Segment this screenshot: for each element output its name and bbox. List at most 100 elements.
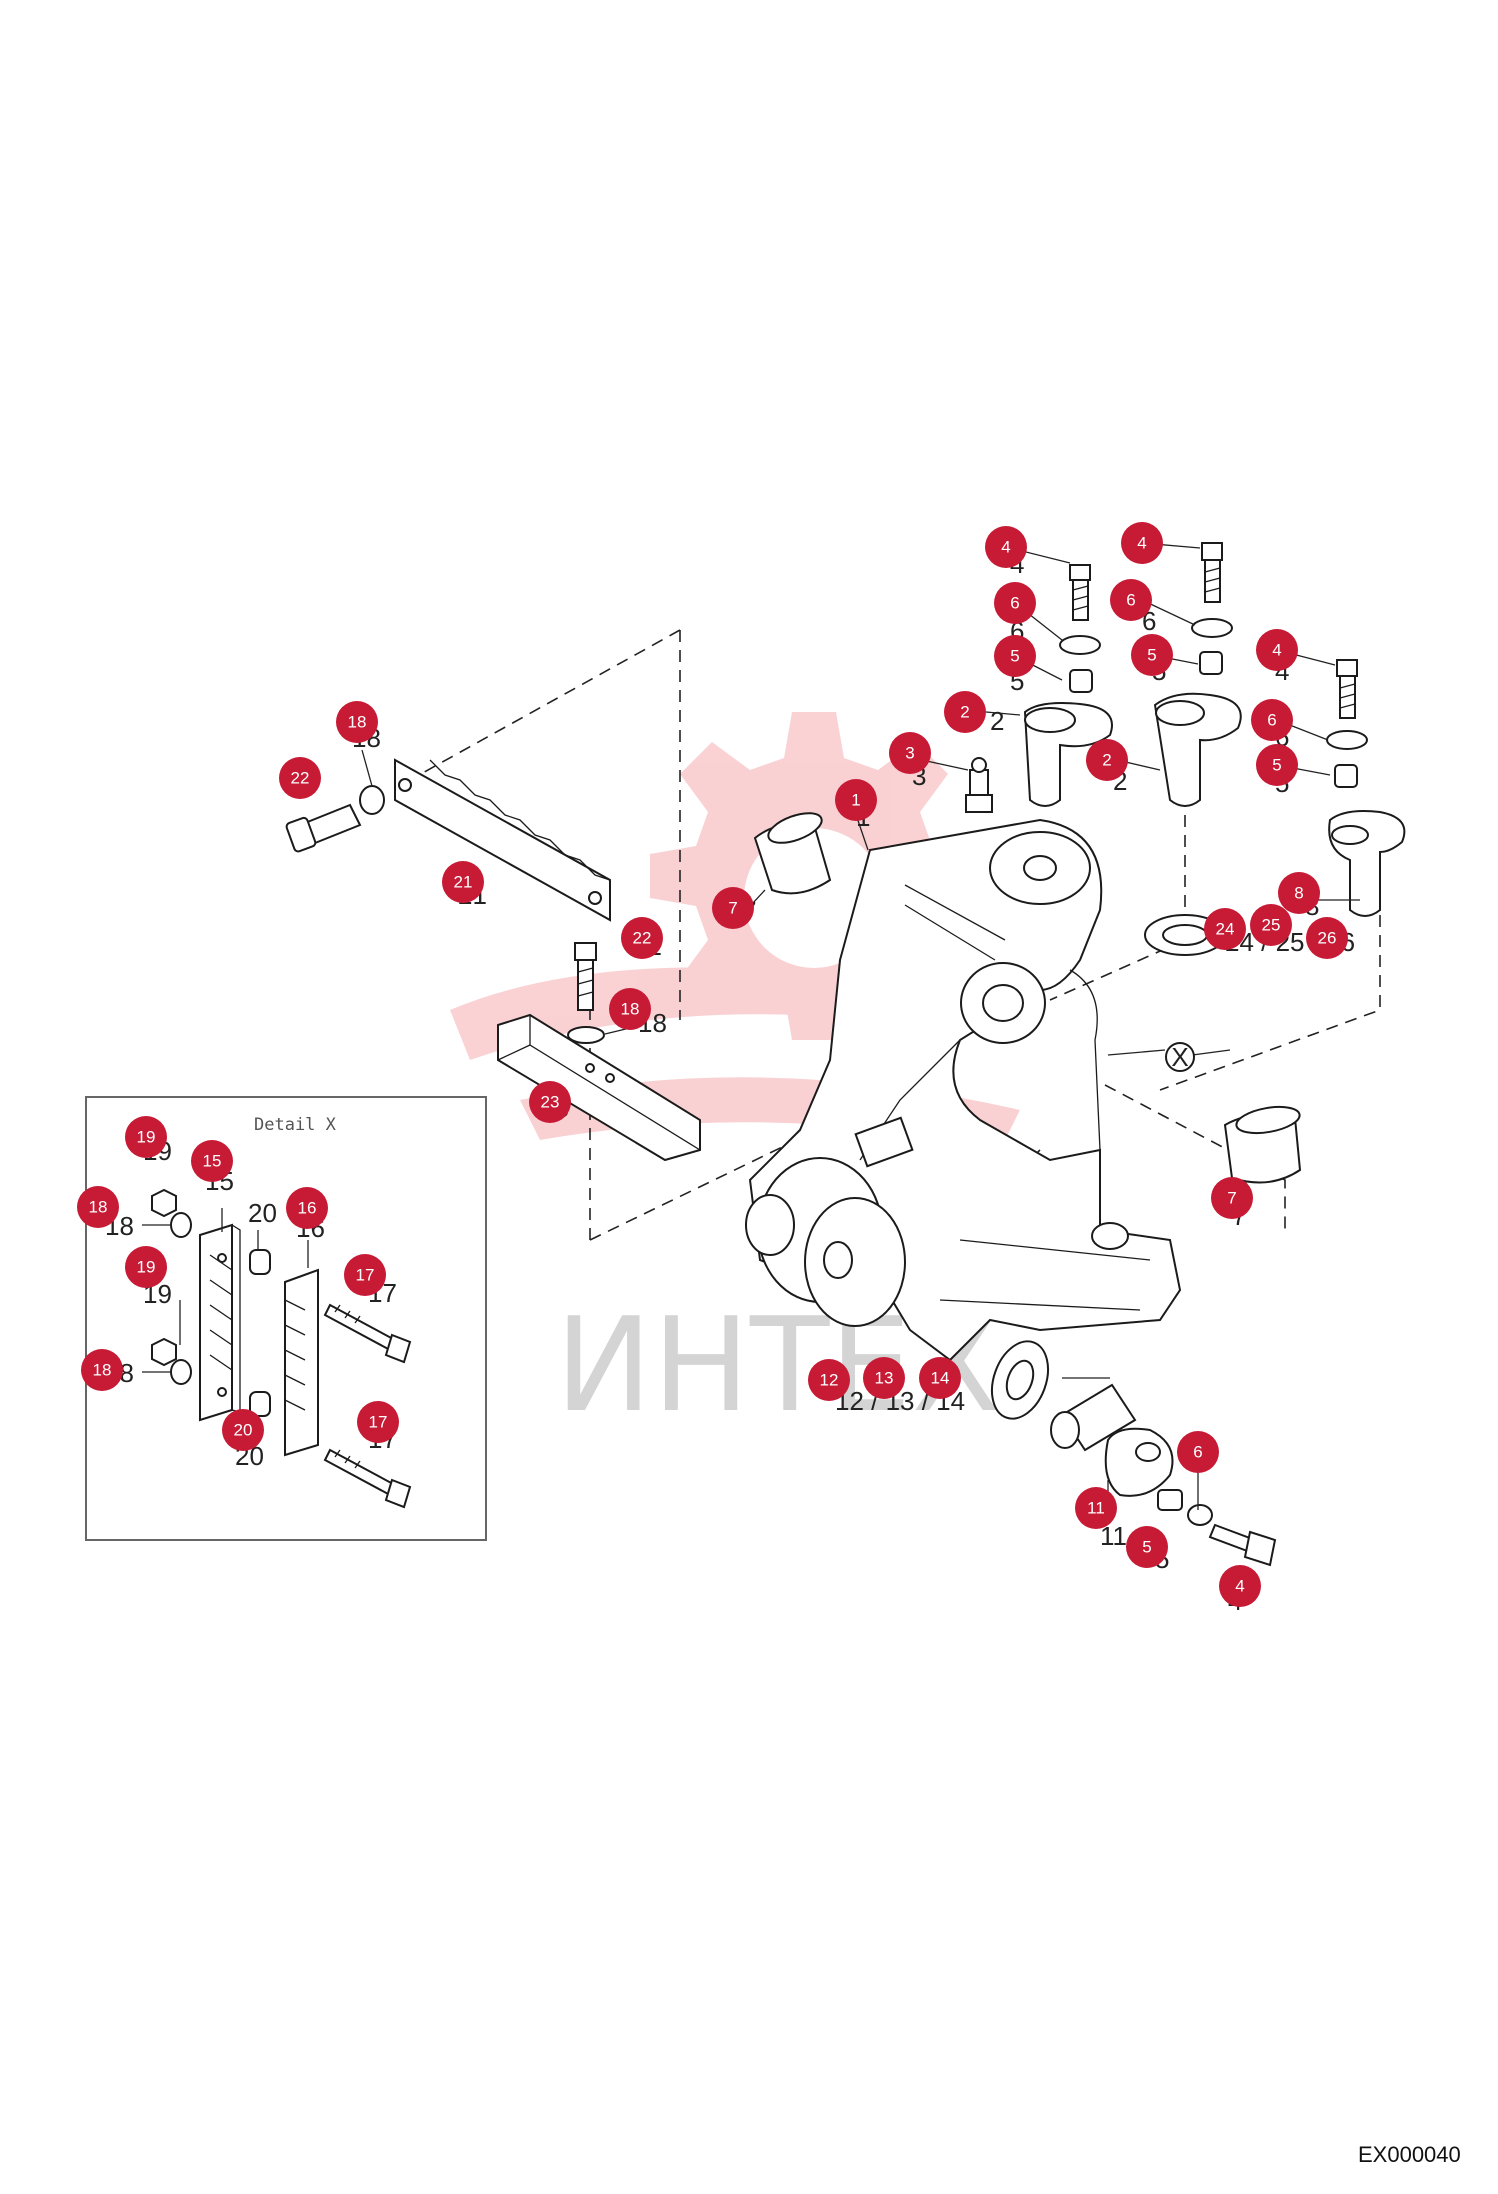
svg-text:7: 7 (728, 899, 737, 918)
svg-text:12: 12 (820, 1371, 839, 1390)
svg-text:22: 22 (291, 769, 310, 788)
callout-18d: 18 (81, 1349, 123, 1391)
svg-text:8: 8 (1294, 884, 1303, 903)
svg-text:16: 16 (298, 1199, 317, 1218)
svg-text:17: 17 (369, 1413, 388, 1432)
callout-26: 26 (1306, 917, 1348, 959)
callout-8: 8 (1278, 872, 1320, 914)
callout-3: 3 (889, 732, 931, 774)
svg-text:21: 21 (454, 873, 473, 892)
svg-text:22: 22 (633, 929, 652, 948)
bushing-a (753, 812, 832, 895)
thrust-washer-lower (990, 1340, 1050, 1420)
pin-assembly-b (1153, 542, 1242, 807)
svg-text:X: X (1171, 1042, 1188, 1072)
callout-6b: 6 (1110, 579, 1152, 621)
callout-4a: 4 (985, 526, 1027, 568)
callout-24: 24 (1204, 908, 1246, 950)
svg-text:2: 2 (1102, 751, 1111, 770)
svg-text:13: 13 (875, 1369, 894, 1388)
svg-text:4: 4 (1235, 1577, 1244, 1596)
callout-12: 12 (808, 1359, 850, 1401)
svg-text:1: 1 (851, 791, 860, 810)
callout-19a: 19 (125, 1116, 167, 1158)
callout-16: 16 (286, 1187, 328, 1229)
grease-nipple (965, 757, 993, 813)
callout-15: 15 (191, 1140, 233, 1182)
pin-assembly-a (1023, 564, 1113, 807)
svg-text:6: 6 (1193, 1443, 1202, 1462)
detail-x-box (85, 1096, 487, 1541)
svg-text:2: 2 (960, 703, 969, 722)
callout-11: 11 (1075, 1487, 1117, 1529)
svg-text:19: 19 (137, 1128, 156, 1147)
svg-text:4: 4 (1272, 641, 1281, 660)
pin-assembly-lower (1050, 1383, 1277, 1567)
svg-text:5: 5 (1272, 756, 1281, 775)
svg-text:6: 6 (1010, 594, 1019, 613)
svg-text:17: 17 (356, 1266, 375, 1285)
callout-5a: 5 (994, 635, 1036, 677)
svg-text:4: 4 (1137, 534, 1146, 553)
callout-2b: 2 (1086, 739, 1128, 781)
plain-label-2a: 2 (990, 706, 1004, 736)
drawing-code: EX000040 (1358, 2142, 1461, 2167)
toothed-rail (285, 758, 611, 922)
callout-4c: 4 (1256, 629, 1298, 671)
view-marker-x: X (1165, 1042, 1195, 1072)
callout-25: 25 (1250, 904, 1292, 946)
callout-13: 13 (863, 1357, 905, 1399)
callout-18b: 18 (609, 988, 651, 1030)
svg-text:24: 24 (1216, 920, 1235, 939)
svg-text:15: 15 (203, 1152, 222, 1171)
svg-text:5: 5 (1142, 1538, 1151, 1557)
svg-text:23: 23 (541, 1093, 560, 1112)
callout-1: 1 (835, 779, 877, 821)
svg-text:6: 6 (1267, 711, 1276, 730)
svg-text:18: 18 (89, 1198, 108, 1217)
callout-21: 21 (442, 861, 484, 903)
svg-text:25: 25 (1262, 916, 1281, 935)
callout-2a: 2 (944, 691, 986, 733)
callout-18a: 18 (336, 701, 378, 743)
svg-text:3: 3 (905, 744, 914, 763)
detail-x-parts (151, 1188, 412, 1509)
callout-5b: 5 (1131, 634, 1173, 676)
callout-7a: 7 (712, 887, 754, 929)
callout-6d: 6 (1177, 1431, 1219, 1473)
callout-4b: 4 (1121, 522, 1163, 564)
callout-20: 20 (222, 1409, 264, 1451)
callout-19b: 19 (125, 1246, 167, 1288)
callout-5d: 5 (1126, 1526, 1168, 1568)
detail-x-title: Detail X (254, 1115, 337, 1135)
callout-6c: 6 (1251, 699, 1293, 741)
callout-4d: 4 (1219, 1565, 1261, 1607)
callout-17b: 17 (357, 1401, 399, 1443)
callout-5c: 5 (1256, 744, 1298, 786)
main-bracket (745, 818, 1182, 1362)
pin-assembly-c (1326, 659, 1406, 917)
callout-22a: 22 (279, 757, 321, 799)
svg-text:7: 7 (1227, 1189, 1236, 1208)
svg-text:19: 19 (137, 1258, 156, 1277)
svg-text:18: 18 (93, 1361, 112, 1380)
svg-text:18: 18 (621, 1000, 640, 1019)
callout-7b: 7 (1211, 1177, 1253, 1219)
svg-text:14: 14 (931, 1369, 950, 1388)
svg-text:4: 4 (1001, 538, 1010, 557)
callouts: 4 6 5 2 4 6 5 2 4 6 5 3 1 18 22 21 7 22 … (77, 522, 1348, 1607)
callout-14: 14 (919, 1357, 961, 1399)
svg-text:26: 26 (1318, 929, 1337, 948)
bushing-b (1223, 1105, 1302, 1184)
svg-text:5: 5 (1147, 646, 1156, 665)
callout-6a: 6 (994, 582, 1036, 624)
holder-rail (497, 942, 701, 1162)
svg-text:11: 11 (1087, 1499, 1105, 1518)
callout-18c: 18 (77, 1186, 119, 1228)
plain-label-20a: 20 (248, 1198, 277, 1228)
callout-17a: 17 (344, 1254, 386, 1296)
svg-text:18: 18 (348, 713, 367, 732)
svg-text:20: 20 (234, 1421, 253, 1440)
callout-23: 23 (529, 1081, 571, 1123)
